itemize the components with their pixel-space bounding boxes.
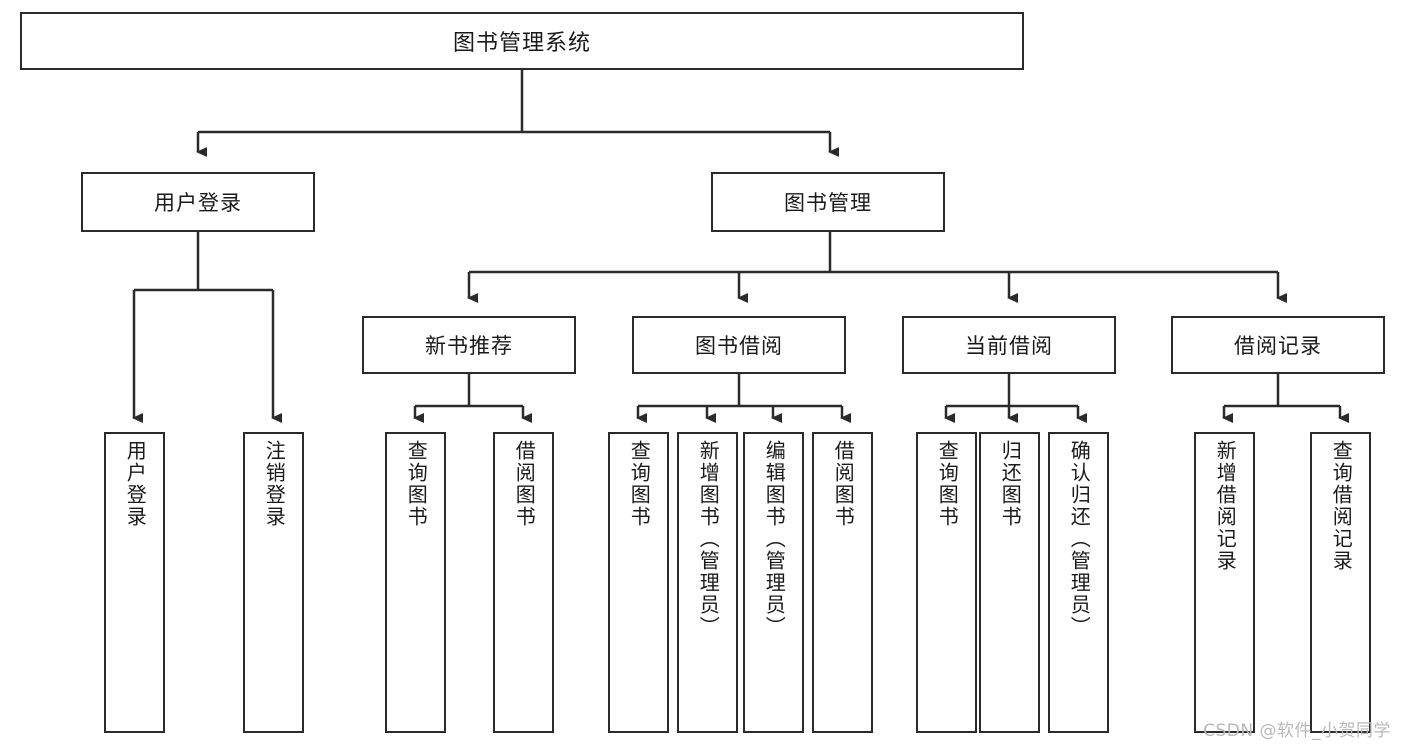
leaf-label: 新增借阅记录 [1213,440,1238,572]
leaf-label: 新增图书（管理员） [696,440,721,638]
leaf-book-borrow-add[interactable]: 新增图书（管理员） [677,432,738,733]
leaf-book-borrow-edit[interactable]: 编辑图书（管理员） [743,432,804,733]
leaf-borrow-record-query[interactable]: 查询借阅记录 [1310,432,1371,733]
leaf-book-borrow-borrow[interactable]: 借阅图书 [812,432,873,733]
leaf-label: 注销登录 [262,440,287,528]
leaf-new-book-borrow[interactable]: 借阅图书 [493,432,554,733]
leaf-label: 查询图书 [627,440,652,528]
leaf-current-borrow-return[interactable]: 归还图书 [979,432,1040,733]
leaf-label: 归还图书 [998,440,1023,528]
node-book-management[interactable]: 图书管理 [711,172,945,232]
leaf-current-borrow-confirm[interactable]: 确认归还（管理员） [1048,432,1109,733]
node-borrow-record[interactable]: 借阅记录 [1171,316,1385,374]
leaf-label: 借阅图书 [831,440,856,528]
node-book-borrow[interactable]: 图书借阅 [632,316,846,374]
leaf-borrow-record-add[interactable]: 新增借阅记录 [1194,432,1255,733]
leaf-label: 用户登录 [123,440,148,528]
leaf-new-book-query[interactable]: 查询图书 [385,432,446,733]
leaf-label: 查询借阅记录 [1329,440,1354,572]
leaf-label: 查询图书 [935,440,960,528]
watermark-text: CSDN @软件_小贺同学 [1203,721,1391,741]
leaf-label: 查询图书 [404,440,429,528]
leaf-label: 编辑图书（管理员） [762,440,787,638]
leaf-current-borrow-query[interactable]: 查询图书 [916,432,977,733]
leaf-user-login-logout[interactable]: 注销登录 [243,432,304,733]
node-new-book-recommend[interactable]: 新书推荐 [362,316,576,374]
node-root-system[interactable]: 图书管理系统 [20,12,1024,70]
leaf-user-login-login[interactable]: 用户登录 [104,432,165,733]
node-current-borrow[interactable]: 当前借阅 [902,316,1116,374]
leaf-label: 借阅图书 [512,440,537,528]
leaf-label: 确认归还（管理员） [1067,440,1092,638]
node-user-login[interactable]: 用户登录 [81,172,315,232]
leaf-book-borrow-query[interactable]: 查询图书 [608,432,669,733]
